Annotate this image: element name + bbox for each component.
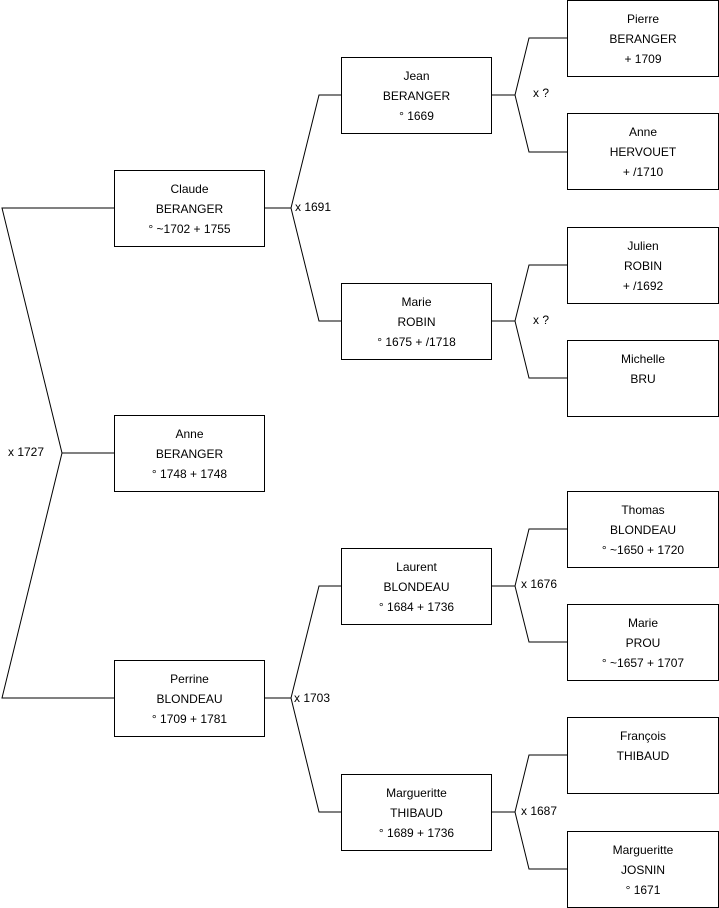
person-last-name: BERANGER bbox=[609, 32, 677, 46]
person-box-julien[interactable]: Julien ROBIN + /1692 bbox=[567, 227, 719, 304]
person-box-marie-prou[interactable]: Marie PROU ° ~1657 + 1707 bbox=[567, 604, 719, 681]
person-last-name: ROBIN bbox=[397, 315, 436, 329]
person-dates: ° 1748 + 1748 bbox=[151, 467, 228, 481]
person-first-name: Julien bbox=[627, 239, 659, 253]
person-first-name: Marie bbox=[401, 295, 432, 309]
person-first-name: Margueritte bbox=[386, 786, 447, 800]
person-box-marguerite-thibaud[interactable]: Margueritte THIBAUD ° 1689 + 1736 bbox=[341, 774, 492, 851]
person-dates: + 1709 bbox=[624, 52, 662, 66]
person-last-name: BERANGER bbox=[382, 89, 451, 103]
person-last-name: BLONDEAU bbox=[609, 523, 677, 537]
person-box-michelle[interactable]: Michelle BRU bbox=[567, 340, 719, 417]
marriage-label-thomas-marie: x 1676 bbox=[521, 577, 558, 591]
person-dates: ° 1675 + /1718 bbox=[377, 335, 456, 349]
person-first-name: Perrine bbox=[170, 672, 209, 686]
marriage-label-laurent-marguerite: x 1703 bbox=[294, 691, 331, 705]
person-first-name: Margueritte bbox=[612, 843, 674, 857]
person-box-thomas[interactable]: Thomas BLONDEAU ° ~1650 + 1720 bbox=[567, 491, 719, 568]
person-dates: + /1692 bbox=[622, 279, 664, 293]
person-last-name: BERANGER bbox=[155, 447, 224, 461]
marriage-label-claude-perrine: x 1727 bbox=[8, 445, 45, 459]
person-box-marie-robin[interactable]: Marie ROBIN ° 1675 + /1718 bbox=[341, 283, 492, 360]
person-dates: ° ~1650 + 1720 bbox=[601, 543, 685, 557]
person-last-name: THIBAUD bbox=[616, 749, 670, 763]
person-first-name: Marie bbox=[627, 616, 658, 630]
person-first-name: Pierre bbox=[626, 12, 659, 26]
marriage-label-julien-michelle: x ? bbox=[533, 313, 550, 327]
person-last-name: BLONDEAU bbox=[383, 580, 450, 594]
person-dates: + /1710 bbox=[622, 165, 664, 179]
person-last-name: BLONDEAU bbox=[156, 692, 223, 706]
person-box-marguerite-josnin[interactable]: Margueritte JOSNIN ° 1671 bbox=[567, 831, 719, 908]
person-dates: ° ~1702 + 1755 bbox=[148, 222, 231, 236]
person-dates: ° ~1657 + 1707 bbox=[601, 656, 685, 670]
marriage-label-pierre-anne: x ? bbox=[533, 86, 550, 100]
person-box-laurent[interactable]: Laurent BLONDEAU ° 1684 + 1736 bbox=[341, 548, 492, 625]
person-last-name: ROBIN bbox=[623, 259, 662, 273]
person-dates: ° 1689 + 1736 bbox=[378, 826, 455, 840]
person-first-name: Jean bbox=[403, 69, 430, 83]
person-dates: ° 1669 bbox=[399, 109, 434, 123]
person-box-anne-beranger[interactable]: Anne BERANGER ° 1748 + 1748 bbox=[114, 415, 265, 492]
person-last-name: PROU bbox=[625, 636, 661, 650]
person-box-perrine[interactable]: Perrine BLONDEAU ° 1709 + 1781 bbox=[114, 660, 265, 737]
person-box-claude[interactable]: Claude BERANGER ° ~1702 + 1755 bbox=[114, 170, 265, 247]
person-first-name: Claude bbox=[170, 182, 209, 196]
person-first-name: François bbox=[619, 729, 666, 743]
person-first-name: Thomas bbox=[621, 503, 665, 517]
person-last-name: BRU bbox=[630, 372, 656, 386]
person-box-jean[interactable]: Jean BERANGER ° 1669 bbox=[341, 57, 492, 134]
marriage-label-francois-marguerite: x 1687 bbox=[521, 804, 558, 818]
person-first-name: Laurent bbox=[396, 560, 437, 574]
person-dates: ° 1671 bbox=[625, 883, 661, 897]
person-last-name: BERANGER bbox=[155, 202, 224, 216]
person-last-name: JOSNIN bbox=[620, 863, 665, 877]
person-first-name: Anne bbox=[628, 125, 658, 139]
person-first-name: Anne bbox=[175, 427, 204, 441]
person-first-name: Michelle bbox=[620, 352, 665, 366]
person-last-name: THIBAUD bbox=[390, 806, 443, 820]
marriage-label-jean-marie: x 1691 bbox=[295, 200, 332, 214]
person-dates: ° 1684 + 1736 bbox=[378, 600, 455, 614]
person-dates: ° 1709 + 1781 bbox=[151, 712, 228, 726]
person-box-pierre[interactable]: Pierre BERANGER + 1709 bbox=[567, 0, 719, 77]
person-box-anne-hervouet[interactable]: Anne HERVOUET + /1710 bbox=[567, 113, 719, 190]
person-box-francois[interactable]: François THIBAUD bbox=[567, 717, 719, 794]
person-last-name: HERVOUET bbox=[609, 145, 677, 159]
